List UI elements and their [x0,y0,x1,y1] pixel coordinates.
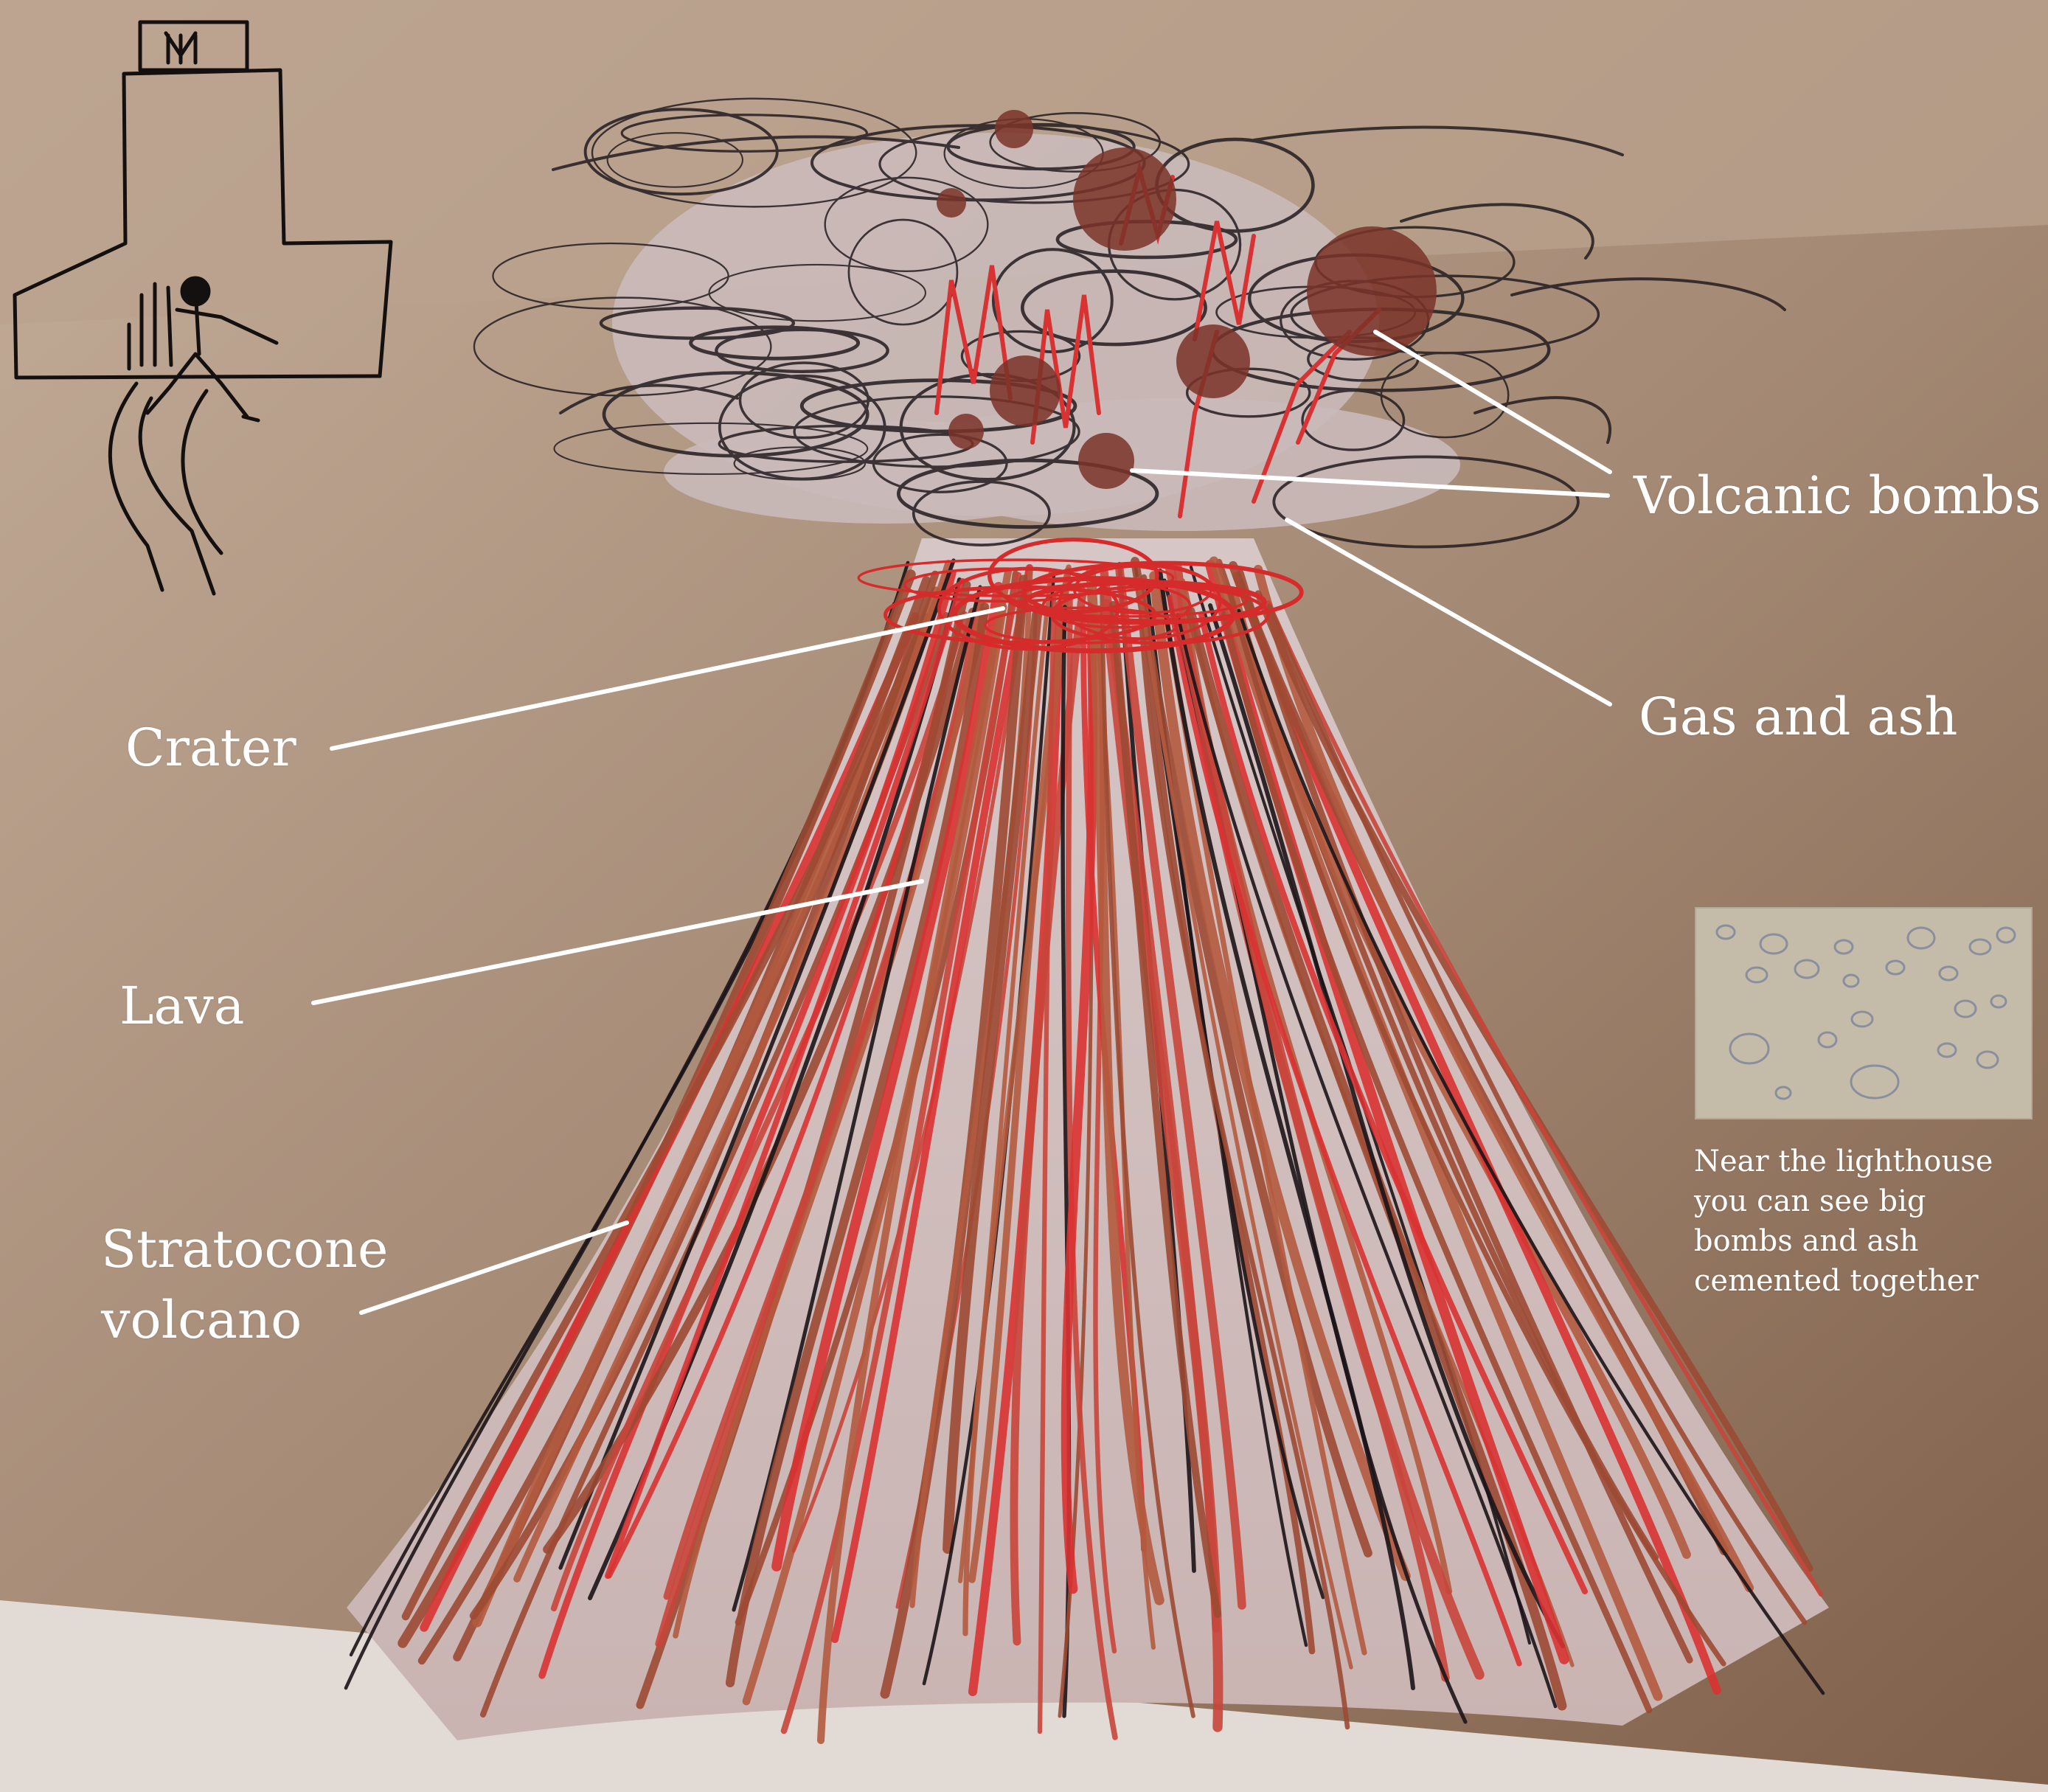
label-stratocone-line2: volcano [101,1289,302,1351]
label-volcanic-bombs: Volcanic bombs [1634,465,2041,527]
label-stratocone-line1: Stratocone [101,1218,388,1280]
label-crater: Crater [125,717,296,779]
caption-line1: Near the lighthouse [1694,1142,1993,1181]
rock-photo [1695,907,2033,1119]
caption-line4: cemented together [1694,1261,1979,1301]
label-lava: Lava [119,975,245,1037]
caption-line3: bombs and ash [1694,1221,1919,1261]
label-gas-and-ash: Gas and ash [1639,686,1957,748]
caption-line2: you can see big [1694,1181,1926,1221]
